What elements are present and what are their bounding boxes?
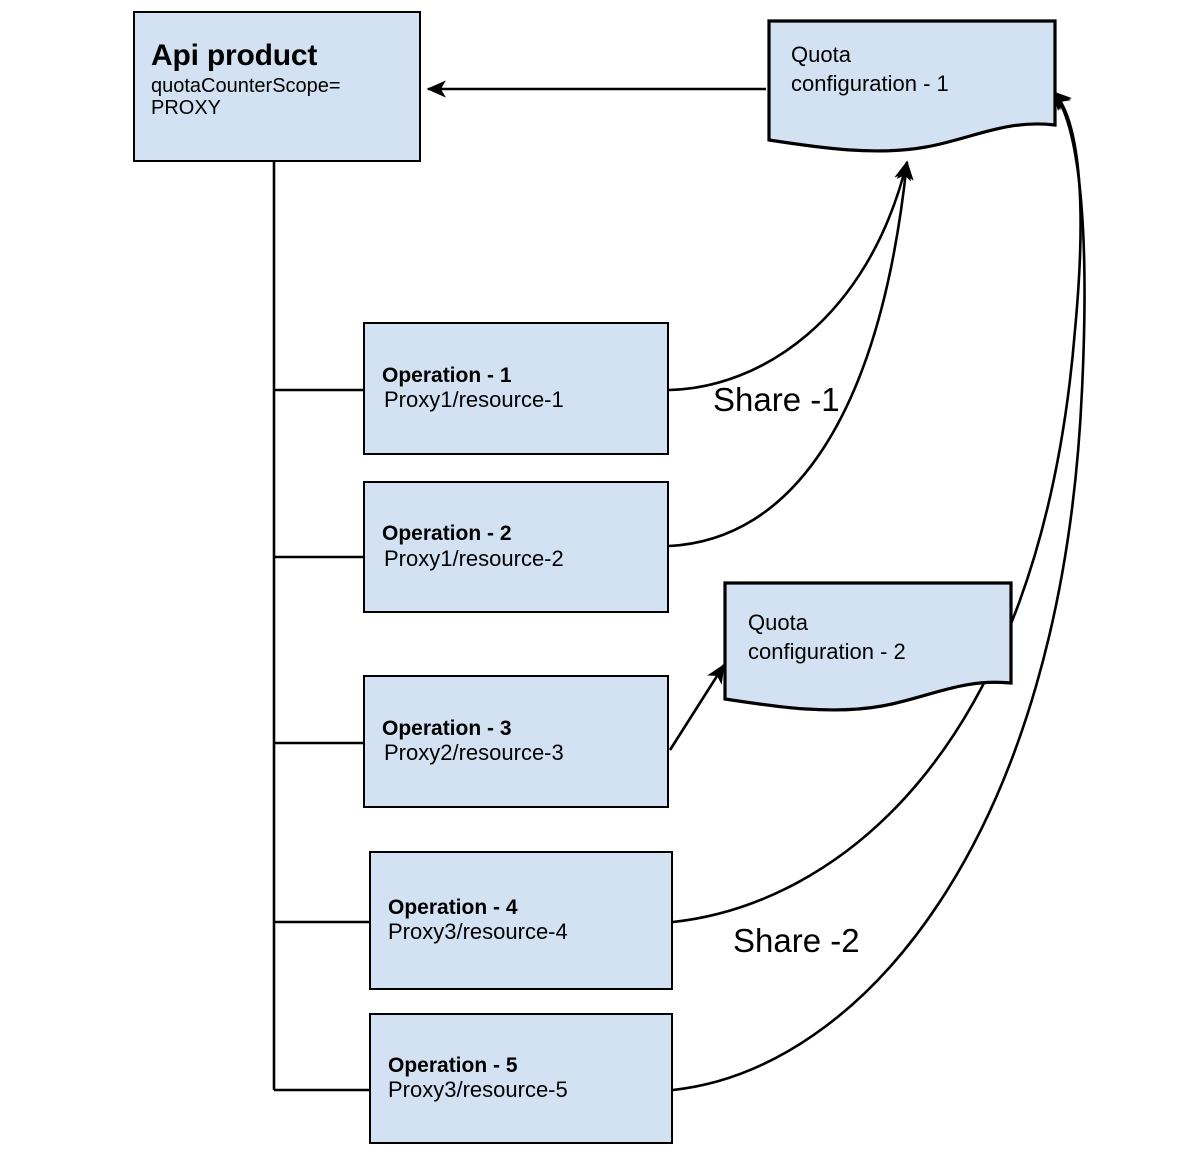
operation-4-title: Operation - 4 — [388, 895, 518, 919]
node-operation-1[interactable]: Operation - 1 Proxy1/resource-1 — [363, 322, 669, 455]
quota-configuration-1-line2: configuration - 1 — [791, 71, 949, 97]
node-quota-configuration-1[interactable]: Quota configuration - 1 — [766, 18, 1058, 153]
operation-5-path: Proxy3/resource-5 — [388, 1077, 568, 1103]
operation-4-path: Proxy3/resource-4 — [388, 919, 568, 945]
node-operation-2[interactable]: Operation - 2 Proxy1/resource-2 — [363, 481, 669, 613]
edge-label-share-2: Share -2 — [733, 922, 860, 959]
operation-1-path: Proxy1/resource-1 — [384, 387, 564, 413]
document-shape-icon — [766, 18, 1058, 153]
node-operation-5[interactable]: Operation - 5 Proxy3/resource-5 — [369, 1013, 673, 1144]
quota-configuration-1-text: Quota configuration - 1 — [791, 40, 949, 99]
node-operation-3[interactable]: Operation - 3 Proxy2/resource-3 — [363, 675, 669, 808]
node-operation-4[interactable]: Operation - 4 Proxy3/resource-4 — [369, 851, 673, 990]
api-product-attribute-value: PROXY — [151, 96, 222, 119]
quota-configuration-2-text: Quota configuration - 2 — [748, 608, 906, 667]
edge-op2-to-quota1 — [668, 160, 914, 548]
document-shape-icon — [722, 580, 1014, 714]
quota-configuration-2-line2: configuration - 2 — [748, 639, 906, 665]
operation-2-title: Operation - 2 — [382, 522, 512, 546]
node-quota-configuration-2[interactable]: Quota configuration - 2 — [722, 580, 1014, 714]
api-product-attribute: quotaCounterScope= — [151, 74, 341, 97]
edge-op4-to-quota1 — [672, 90, 1082, 924]
edge-label-share-1: Share -1 — [713, 381, 840, 418]
node-api-product[interactable]: Api product quotaCounterScope= PROXY — [133, 11, 421, 162]
quota-configuration-2-line1: Quota — [748, 610, 808, 635]
operation-3-title: Operation - 3 — [382, 716, 512, 740]
operation-3-path: Proxy2/resource-3 — [384, 740, 564, 766]
operation-1-title: Operation - 1 — [382, 363, 512, 387]
operation-5-title: Operation - 5 — [388, 1053, 518, 1077]
operation-2-path: Proxy1/resource-2 — [384, 545, 564, 571]
edge-op3-to-quota2 — [668, 663, 726, 751]
edge-op1-to-quota1 — [668, 160, 912, 392]
quota-configuration-1-line1: Quota — [791, 42, 851, 67]
api-product-title: Api product — [151, 39, 318, 72]
